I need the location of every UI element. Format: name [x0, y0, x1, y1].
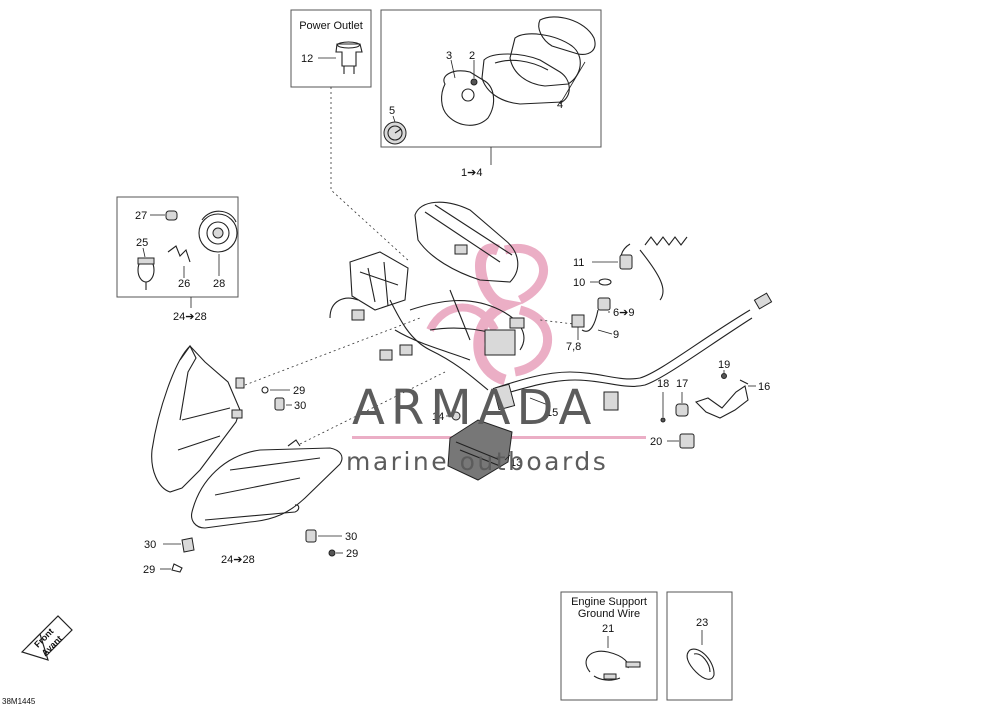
connector-part-20	[679, 433, 695, 449]
label-6-9: 6➔9	[613, 307, 634, 319]
engine-support-title-2: Ground Wire	[578, 608, 640, 620]
gauge-part-5	[383, 121, 407, 145]
label-30-left: 30	[144, 539, 156, 551]
screw-part-2	[470, 78, 478, 86]
label-11: 11	[573, 257, 584, 269]
ground-wire-part-21	[585, 650, 641, 681]
label-30-right: 30	[345, 531, 357, 543]
dotted-leaders	[244, 87, 583, 445]
power-outlet-part-12	[335, 41, 363, 74]
label-10: 10	[573, 277, 585, 289]
label-30-top: 30	[294, 400, 306, 412]
main-cable-part-15	[492, 292, 773, 411]
wiring-harness	[329, 289, 525, 391]
clip-part-30-left	[181, 537, 195, 553]
drawing-code: 38M1445	[2, 697, 36, 706]
grommet-part-17	[675, 403, 689, 417]
washer-part-10	[598, 278, 612, 286]
power-outlet-title: Power Outlet	[299, 20, 363, 32]
label-13: 13	[510, 457, 522, 469]
spring-clip-part-26	[167, 245, 191, 263]
label-20: 20	[650, 436, 662, 448]
screw-part-18	[660, 417, 666, 423]
engine-support-title-1: Engine Support	[571, 596, 647, 608]
label-1-4: 1➔4	[461, 167, 482, 179]
label-15: 15	[546, 407, 558, 419]
headlight-right	[191, 439, 343, 529]
engine-support-box: Engine Support Ground Wire 21	[560, 591, 658, 701]
label-16: 16	[758, 381, 770, 393]
label-2: 2	[469, 50, 475, 62]
label-5: 5	[389, 105, 395, 117]
lanyard-cap-part-11	[619, 254, 633, 270]
label-14: 14	[432, 411, 444, 423]
screw-part-29-right	[328, 549, 336, 557]
label-28: 28	[213, 278, 225, 290]
washer-part-29-top	[261, 386, 269, 394]
bulb-part-27	[165, 210, 178, 221]
front-direction-arrow: Front Avant	[20, 615, 73, 661]
label-7-8: 7,8	[566, 341, 581, 353]
cluster-bezel-part-3	[441, 70, 495, 126]
label-29-left: 29	[143, 564, 155, 576]
watermark: ARMADA marine outboards	[346, 380, 608, 476]
cluster-assembly	[414, 201, 519, 283]
clip-part-30-right	[305, 529, 317, 543]
strap-part-23	[686, 648, 715, 680]
regulator-part-13	[447, 419, 513, 481]
bulb-part-25	[137, 257, 155, 290]
screw-part-19	[721, 373, 727, 379]
relay-box	[349, 251, 409, 311]
label-27: 27	[135, 210, 147, 222]
headlight-left	[151, 344, 245, 493]
label-19: 19	[718, 359, 730, 371]
socket-cover-part-28	[198, 210, 238, 253]
label-18: 18	[657, 378, 669, 390]
label-17: 17	[676, 378, 688, 390]
cluster-housing	[481, 53, 570, 105]
lanyard-cord-part-9	[581, 236, 688, 332]
cluster-lens-part-4	[509, 16, 596, 87]
instrument-cluster-box: 3 2 5 4	[380, 9, 602, 148]
label-26: 26	[178, 278, 190, 290]
label-23: 23	[696, 617, 708, 629]
switch-part-6	[571, 297, 611, 328]
label-24-28-top: 24➔28	[173, 311, 207, 323]
bulb-socket-box: 27 25 26 28	[116, 196, 239, 298]
label-12: 12	[301, 53, 313, 65]
label-29-top: 29	[293, 385, 305, 397]
label-21: 21	[602, 623, 614, 635]
screw-part-29-left	[171, 563, 183, 573]
label-9: 9	[613, 329, 619, 341]
watermark-brand: ARMADA	[352, 380, 597, 436]
watermark-tagline: marine outboards	[346, 447, 608, 476]
clip-part-30-top	[274, 397, 285, 411]
label-3: 3	[446, 50, 452, 62]
label-29-right: 29	[346, 548, 358, 560]
label-4: 4	[557, 99, 563, 111]
power-outlet-box: Power Outlet 12	[290, 9, 372, 88]
bracket-part-16	[694, 379, 749, 419]
strap-box: 23	[666, 591, 733, 701]
label-25: 25	[136, 237, 148, 249]
label-24-28-bottom: 24➔28	[221, 554, 255, 566]
